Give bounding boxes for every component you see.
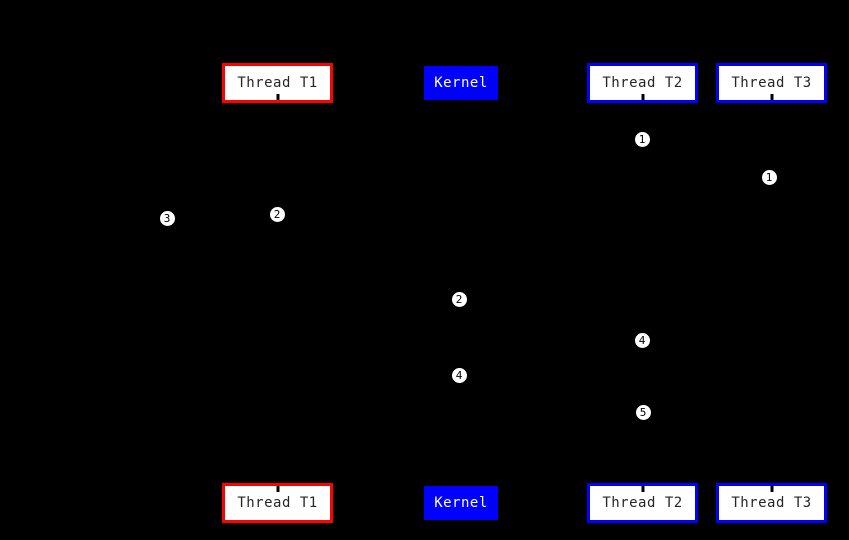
- participant-label: Kernel: [434, 495, 488, 511]
- message-number-label: 1: [638, 132, 646, 146]
- message-number-label: 2: [273, 207, 281, 221]
- message-number-badge: 1: [760, 168, 778, 186]
- message-number-label: 1: [765, 170, 773, 184]
- participant-label: Thread T2: [602, 75, 683, 91]
- participant-label: Thread T1: [237, 495, 318, 511]
- message-number-badge: 3: [158, 209, 176, 227]
- participant-label: Thread T1: [237, 75, 318, 91]
- participant-kernel-top: Kernel: [424, 66, 498, 100]
- message-number-badge: 4: [450, 366, 468, 384]
- participant-label: Thread T2: [602, 495, 683, 511]
- participant-label: Thread T3: [731, 495, 812, 511]
- lifeline-notch: [276, 94, 279, 100]
- lifeline-notch: [276, 486, 279, 492]
- lifeline-notch: [641, 94, 644, 100]
- lifeline-notch: [770, 486, 773, 492]
- participant-thread-t1-top: Thread T1: [222, 63, 333, 103]
- participant-thread-t1-bottom: Thread T1: [222, 483, 333, 523]
- message-number-badge: 4: [633, 331, 651, 349]
- lifeline-notch: [641, 486, 644, 492]
- message-number-badge: 2: [450, 290, 468, 308]
- participant-label: Thread T3: [731, 75, 812, 91]
- message-number-badge: 1: [633, 130, 651, 148]
- message-number-label: 5: [639, 405, 647, 419]
- message-number-badge: 2: [268, 205, 286, 223]
- participant-thread-t2-bottom: Thread T2: [587, 483, 698, 523]
- participant-kernel-bottom: Kernel: [424, 486, 498, 520]
- message-number-label: 3: [163, 211, 171, 225]
- message-number-label: 2: [455, 292, 463, 306]
- participant-label: Kernel: [434, 75, 488, 91]
- message-number-label: 4: [455, 368, 463, 382]
- message-number-badge: 5: [634, 403, 652, 421]
- lifeline-notch: [770, 94, 773, 100]
- participant-thread-t3-bottom: Thread T3: [716, 483, 827, 523]
- participant-thread-t3-top: Thread T3: [716, 63, 827, 103]
- message-number-label: 4: [638, 333, 646, 347]
- participant-thread-t2-top: Thread T2: [587, 63, 698, 103]
